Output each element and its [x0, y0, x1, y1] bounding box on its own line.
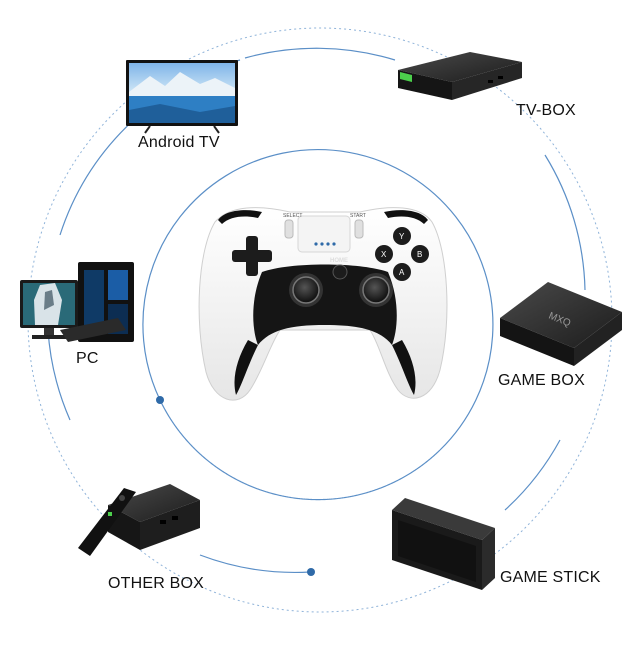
button-x-label: X	[381, 250, 387, 259]
game-stick-image	[392, 498, 495, 590]
select-label: SELECT	[283, 213, 302, 219]
gamepad-image	[198, 207, 448, 401]
label-game-stick: GAME STICK	[500, 569, 601, 586]
pc-image	[20, 262, 134, 342]
ring-dot-left	[156, 396, 164, 404]
inner-ring	[142, 149, 494, 451]
inner-ring-lower	[159, 399, 441, 501]
android-tv-image	[126, 60, 238, 134]
middle-ring-arc-bottom	[199, 554, 311, 574]
ring-dot-bottom	[307, 568, 315, 576]
label-pc: PC	[76, 350, 99, 367]
button-b-label: B	[417, 250, 422, 259]
button-a-label: A	[399, 268, 405, 277]
game-box-image	[500, 282, 622, 366]
middle-ring-arc-bottom-right	[504, 439, 561, 511]
label-other-box: OTHER BOX	[108, 575, 205, 592]
label-game-box: GAME BOX	[498, 372, 585, 389]
start-label: START	[350, 213, 366, 219]
label-android-tv: Android TV	[138, 134, 220, 151]
middle-ring-arc-right	[544, 154, 586, 291]
button-y-label: Y	[399, 232, 405, 241]
label-tv-box: TV-BOX	[516, 102, 576, 119]
home-label: HOME	[330, 258, 348, 264]
middle-ring-arc-left	[47, 329, 71, 421]
middle-ring-arc-top	[244, 47, 396, 61]
other-box-image	[78, 484, 200, 556]
tv-box-image	[398, 52, 522, 100]
